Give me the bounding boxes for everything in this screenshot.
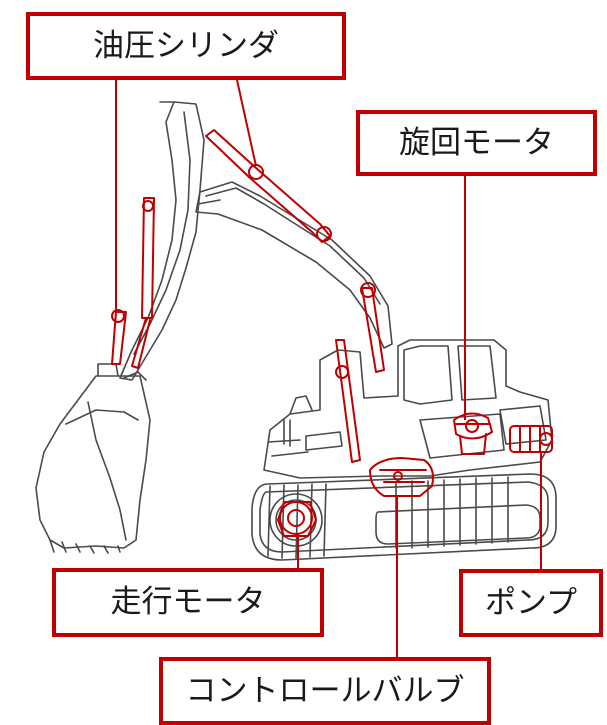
label-swing-motor: 旋回モータ bbox=[356, 110, 597, 176]
swing-motor bbox=[453, 412, 493, 455]
label-control-valve-text: コントロールバルブ bbox=[185, 672, 465, 709]
label-hydraulic-cylinder: 油圧シリンダ bbox=[26, 12, 346, 80]
label-travel-motor-text: 走行モータ bbox=[110, 584, 266, 620]
boom-lift-cylinder bbox=[361, 287, 385, 373]
bucket bbox=[35, 363, 151, 554]
label-swing-motor-text: 旋回モータ bbox=[399, 124, 554, 161]
boom-upper-cylinder bbox=[205, 129, 331, 243]
label-hydraulic-cylinder-text: 油圧シリンダ bbox=[93, 27, 279, 64]
travel-motor bbox=[277, 501, 317, 537]
leader-cylinder-right bbox=[236, 79, 257, 167]
boom-lift-cylinder-2 bbox=[335, 339, 361, 463]
arm-cylinder bbox=[131, 197, 155, 369]
control-valve bbox=[369, 457, 434, 497]
boom bbox=[195, 181, 393, 349]
arm bbox=[119, 101, 205, 381]
label-pump-text: ポンプ bbox=[484, 584, 578, 621]
label-control-valve: コントロールバルブ bbox=[159, 657, 491, 725]
pump bbox=[509, 425, 553, 453]
upper-structure bbox=[263, 339, 553, 479]
hydraulic-components bbox=[111, 129, 553, 537]
leader-lines bbox=[115, 79, 542, 657]
label-travel-motor: 走行モータ bbox=[52, 568, 324, 637]
label-pump: ポンプ bbox=[459, 569, 603, 637]
